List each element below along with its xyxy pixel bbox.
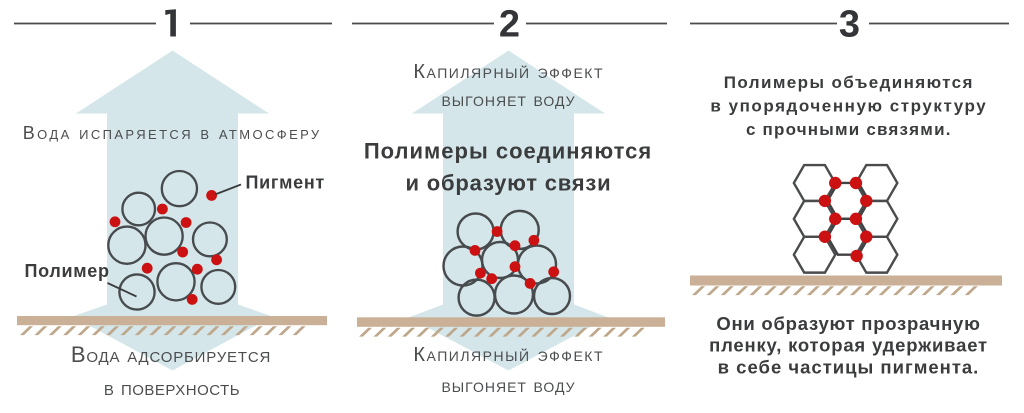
svg-text:Капилярный эффект: Капилярный эффект bbox=[413, 61, 604, 83]
svg-text:Полимеры соединяются: Полимеры соединяются bbox=[364, 139, 652, 164]
svg-text:Вода испаряется в атмосферу: Вода испаряется в атмосферу bbox=[23, 123, 322, 143]
svg-text:в поверхность: в поверхность bbox=[104, 375, 240, 400]
svg-text:Капилярный эффект: Капилярный эффект bbox=[413, 344, 604, 366]
svg-text:в упорядоченную структуру: в упорядоченную структуру bbox=[710, 97, 987, 116]
svg-text:выгоняет воду: выгоняет воду bbox=[441, 375, 575, 397]
svg-text:выгоняет воду: выгоняет воду bbox=[441, 89, 575, 111]
svg-text:в себе частицы пигмента.: в себе частицы пигмента. bbox=[718, 357, 980, 378]
svg-text:2: 2 bbox=[499, 4, 520, 46]
svg-text:Пигмент: Пигмент bbox=[246, 173, 325, 193]
svg-text:с прочными связями.: с прочными связями. bbox=[746, 120, 952, 139]
svg-text:и образуют связи: и образуют связи bbox=[406, 171, 612, 196]
svg-text:3: 3 bbox=[839, 4, 860, 46]
svg-text:Полимер: Полимер bbox=[25, 261, 110, 281]
svg-text:Полимеры объединяются: Полимеры объединяются bbox=[724, 73, 974, 92]
svg-text:Вода адсорбируется: Вода адсорбируется bbox=[71, 342, 271, 367]
svg-text:Они образуют прозрачную: Они образуют прозрачную bbox=[716, 313, 980, 334]
svg-text:пленку, которая удерживает: пленку, которая удерживает bbox=[709, 335, 988, 356]
